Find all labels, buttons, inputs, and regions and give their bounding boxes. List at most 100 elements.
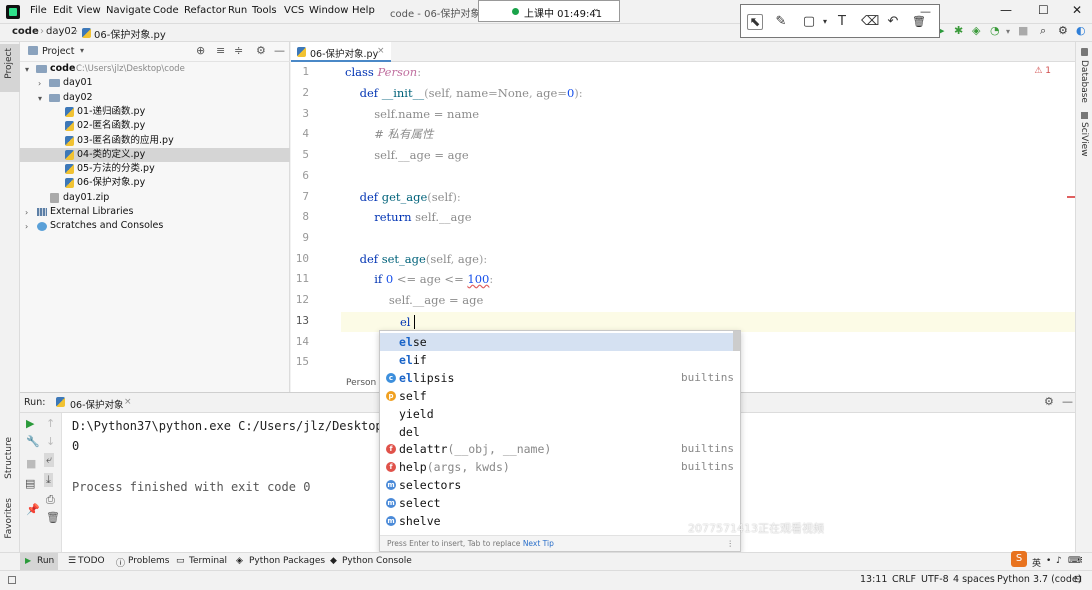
eraser-icon[interactable]: ⌫ [861, 14, 880, 29]
line-separator[interactable]: CRLF [892, 574, 916, 585]
stop-icon[interactable]: ■ [1018, 24, 1029, 37]
project-view-selector[interactable]: Project [42, 46, 75, 57]
tree-item-file[interactable]: 02-匿名函数.py [20, 119, 290, 133]
tree-item-file[interactable]: 05-方法的分类.py [20, 162, 290, 176]
maximize-icon[interactable]: ☐ [1038, 3, 1049, 17]
wrench-icon[interactable]: 🔧 [26, 435, 40, 448]
chevron-down-icon[interactable]: ⌄ [592, 4, 600, 14]
search-icon[interactable]: ⌕ [1040, 24, 1047, 37]
completion-item[interactable]: elif [380, 351, 734, 369]
more-options-icon[interactable]: ⋮ [726, 539, 735, 548]
run-config-tab[interactable]: 06-保护对象 [70, 400, 124, 411]
menu-window[interactable]: Window [309, 5, 349, 16]
tool-tab-terminal[interactable]: Terminal [189, 556, 228, 566]
soft-wrap-icon[interactable]: ⤶ [44, 453, 55, 467]
run-icon[interactable]: ▶ [936, 24, 945, 37]
tree-item-day01[interactable]: › day01 [20, 76, 290, 90]
arrow-up-icon[interactable]: ↑ [46, 417, 56, 430]
arrow-down-icon[interactable]: ↓ [46, 435, 56, 448]
menu-refactor[interactable]: Refactor [184, 5, 226, 16]
chevron-down-icon[interactable]: ▾ [80, 46, 85, 55]
debug-icon[interactable]: ✱ [954, 24, 964, 37]
tool-tab-favorites[interactable]: Favorites [4, 498, 14, 539]
close-tab-icon[interactable]: × [377, 46, 385, 56]
print-icon[interactable]: ⎙ [46, 493, 55, 506]
rectangle-icon[interactable]: ▢ [802, 14, 816, 29]
close-window-icon[interactable]: ✕ [1072, 3, 1083, 17]
tool-tab-database[interactable]: Database [1079, 60, 1089, 103]
tool-tab-python-packages[interactable]: Python Packages [249, 556, 326, 566]
warning-count-badge[interactable]: ⚠ 1 [1034, 66, 1051, 76]
gear-icon[interactable]: ⚙ [1044, 395, 1054, 408]
close-tab-icon[interactable]: × [124, 397, 132, 407]
chevron-right-icon[interactable]: › [25, 208, 29, 217]
tree-item-zip[interactable]: day01.zip [20, 191, 290, 205]
lock-icon[interactable]: ⊡ [1074, 574, 1082, 585]
scroll-to-end-icon[interactable]: ⤓ [44, 473, 53, 487]
coverage-icon[interactable]: ◈ [972, 24, 981, 37]
pointer-icon[interactable]: ⬉ [747, 14, 763, 30]
breadcrumb-root[interactable]: code [12, 26, 39, 37]
microphone-icon[interactable]: ♪ [1056, 556, 1062, 566]
trash-icon[interactable]: 🗑 [46, 511, 60, 524]
menu-view[interactable]: View [77, 5, 101, 16]
menu-navigate[interactable]: Navigate [106, 5, 151, 16]
input-method-icon[interactable]: S [1011, 551, 1027, 567]
locate-icon[interactable]: ⊕ [196, 44, 206, 57]
tool-tab-todo[interactable]: TODO [78, 556, 105, 566]
input-lang-icon[interactable]: 英 [1032, 559, 1042, 569]
tool-tab-python-console[interactable]: Python Console [342, 556, 412, 566]
chevron-down-icon[interactable]: ▾ [822, 17, 827, 26]
collapse-all-icon[interactable]: ≑ [234, 44, 244, 57]
menu-file[interactable]: File [30, 5, 47, 16]
hide-panel-icon[interactable]: — [274, 44, 285, 57]
chevron-down-icon[interactable]: ▾ [38, 93, 43, 103]
editor-tab-active[interactable]: 06-保护对象.py × [291, 42, 391, 62]
chevron-right-icon[interactable]: › [25, 222, 29, 232]
hide-panel-icon[interactable]: — [1062, 395, 1073, 408]
chevron-down-icon[interactable]: ▾ [25, 65, 30, 74]
pin-icon[interactable]: 📌 [26, 503, 40, 516]
menu-code[interactable]: Code [153, 5, 179, 16]
tool-tab-sciview[interactable]: SciView [1079, 122, 1089, 157]
tree-item-file[interactable]: 03-匿名函数的应用.py [20, 134, 290, 148]
trash-icon[interactable]: 🗑 [912, 15, 926, 28]
tree-item-day02[interactable]: ▾ day02 [20, 91, 290, 105]
jetbrains-icon[interactable]: ◐ [1076, 24, 1086, 37]
tool-tab-project[interactable]: Project [4, 48, 14, 79]
stop-icon[interactable]: ■ [26, 457, 37, 470]
expand-all-icon[interactable]: ≡ [216, 44, 226, 57]
keyboard-icon[interactable]: ⌨ [1068, 556, 1081, 566]
more-icon[interactable]: ⁝ [1080, 556, 1083, 566]
pen-icon[interactable]: ✎ [775, 14, 787, 29]
completion-item[interactable]: yield [380, 405, 734, 423]
tool-tab-problems[interactable]: Problems [128, 556, 170, 566]
menu-edit[interactable]: Edit [53, 5, 73, 16]
indent-setting[interactable]: 4 spaces [953, 574, 995, 585]
completion-item[interactable]: else [380, 333, 734, 351]
tree-item-file-selected[interactable]: 04-类的定义.py [20, 147, 290, 163]
tree-item-code[interactable]: ▾ code C:\Users\jlz\Desktop\code [20, 62, 290, 76]
completion-item[interactable]: del [380, 423, 734, 441]
minimize-icon[interactable]: — [1000, 3, 1012, 17]
tree-item-scratches[interactable]: › Scratches and Consoles [20, 219, 290, 233]
menu-help[interactable]: Help [352, 5, 375, 16]
tree-item-file[interactable]: 01-递归函数.py [20, 105, 290, 119]
file-encoding[interactable]: UTF-8 [921, 574, 949, 585]
menu-run[interactable]: Run [228, 5, 248, 16]
menu-tools[interactable]: Tools [252, 5, 277, 16]
rerun-icon[interactable]: ▶ [26, 417, 35, 430]
breadcrumb-folder[interactable]: day02 [46, 26, 78, 37]
collapse-icon[interactable]: — [920, 5, 931, 18]
settings-icon[interactable]: ⚙ [1058, 24, 1068, 37]
completion-scrollbar[interactable] [733, 331, 740, 351]
tree-item-file[interactable]: 06-保护对象.py [20, 176, 290, 190]
chevron-right-icon[interactable]: › [38, 79, 42, 89]
tool-tab-structure[interactable]: Structure [4, 437, 14, 479]
